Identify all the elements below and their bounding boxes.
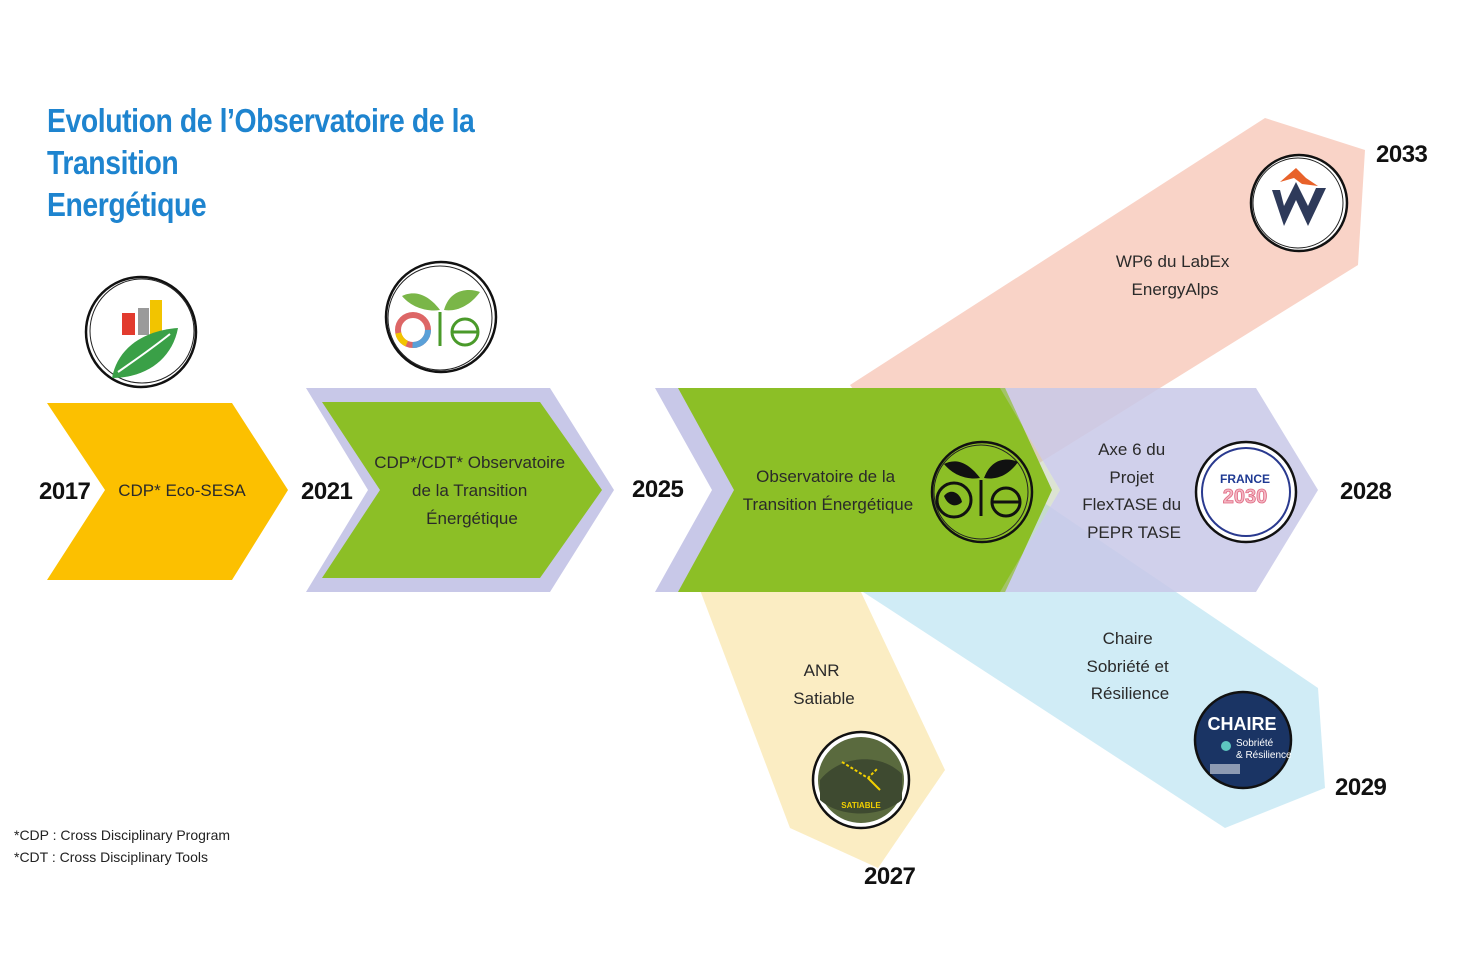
page-title: Evolution de l’Observatoire de la Transi… [47,100,580,226]
branch-chaire-line-2: Sobriété et [1087,657,1169,676]
year-2025: 2025 [632,476,684,503]
satiable-logo: SATIABLE [811,730,911,830]
chevron-2017-shape [47,403,288,580]
france-2030-top: FRANCE [1220,472,1270,486]
branch-labex-line-1: WP6 du LabEx [1116,252,1230,271]
ote-logo-small [384,260,498,374]
year-2021: 2021 [301,478,353,505]
branch-anr-line-2: Satiable [793,689,854,708]
labex-w-logo [1249,153,1349,253]
chaire-logo-sub2: & Résilience [1236,750,1292,761]
branch-chaire-line-1: Chaire [1103,629,1153,648]
stage-cdp-cdt-label: CDP*/CDT* Observatoire de la Transition … [374,453,570,528]
france-2030-logo: FRANCE 2030 [1194,440,1298,544]
branch-flextase-label: Axe 6 du Projet FlexTASE du PEPR TASE [1082,440,1186,542]
title-line-1: Evolution de l’Observatoire de la Transi… [47,102,475,181]
satiable-logo-text: SATIABLE [841,801,881,810]
chaire-logo: CHAIRE Sobriété & Résilience [1193,690,1293,790]
stage-observatoire-line-2: Transition Énergétique [743,495,913,514]
branch-anr-shape [700,590,945,868]
footnote-cdt: *CDT : Cross Disciplinary Tools [14,849,208,865]
stage-cdp-cdt-line-2: de la Transition [412,481,527,500]
eco-sesa-logo [84,275,198,389]
branch-chaire-line-3: Résilience [1091,684,1169,703]
branch-anr-line-1: ANR [804,661,840,680]
branch-chaire-label: Chaire Sobriété et Résilience [1087,629,1174,703]
ote-logo-large [930,440,1034,544]
branch-flextase-line-4: PEPR TASE [1087,523,1181,542]
chaire-logo-top: CHAIRE [1207,714,1276,734]
year-2029: 2029 [1335,774,1387,801]
chaire-logo-sub1: Sobriété [1236,738,1274,749]
footnote-cdp: *CDP : Cross Disciplinary Program [14,827,231,843]
stage-ecosesa-label: CDP* Eco-SESA [118,481,246,500]
chevron-2021-shape [322,402,602,578]
stage-observatoire-line-1: Observatoire de la [756,467,895,486]
branch-labex-label: WP6 du LabEx EnergyAlps [1116,252,1234,299]
branch-flextase-line-3: FlexTASE du [1082,495,1181,514]
stage-observatoire-label: Observatoire de la Transition Énergétiqu… [743,467,913,514]
stage-cdp-cdt-line-1: CDP*/CDT* Observatoire [374,453,565,472]
year-2027: 2027 [864,863,916,890]
branch-flextase-line-2: Projet [1109,468,1154,487]
year-2017: 2017 [39,478,91,505]
france-2030-bottom: 2030 [1223,486,1268,508]
title-line-2: Energétique [47,186,207,223]
branch-flextase-line-1: Axe 6 du [1098,440,1165,459]
chevron-2025-shape [678,388,1052,592]
stage-cdp-cdt-line-3: Énergétique [426,509,518,528]
year-2028: 2028 [1340,478,1392,505]
branch-anr-label: ANR Satiable [793,661,854,708]
branch-labex-line-2: EnergyAlps [1132,280,1219,299]
year-2033: 2033 [1376,141,1428,168]
